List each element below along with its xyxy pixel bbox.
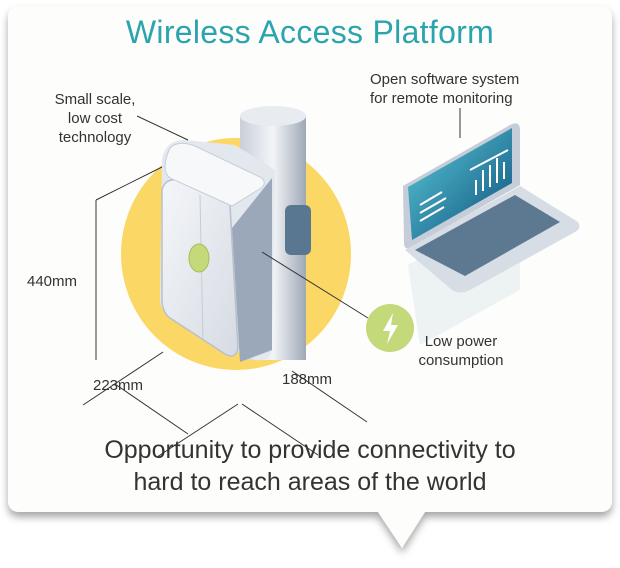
label-power: Low power consumption — [406, 332, 516, 370]
caption-line: hard to reach areas of the world — [133, 468, 487, 496]
label-line: Open software system — [370, 71, 520, 88]
label-software: Open software system for remote monitori… — [370, 70, 519, 108]
label-line: Low power — [424, 333, 498, 350]
label-line: low cost — [67, 110, 123, 127]
access-device — [160, 140, 275, 362]
dimension-depth: 188mm — [282, 371, 333, 388]
label-line: Small scale, — [54, 91, 136, 108]
laptop — [403, 123, 580, 345]
page-title: Wireless Access Platform — [125, 14, 495, 50]
label-line: technology — [58, 129, 132, 146]
caption: Opportunity to provide connectivity to h… — [20, 434, 600, 498]
label-line: for remote monitoring — [370, 90, 513, 107]
lightning-bolt-icon — [383, 313, 398, 344]
status-led — [188, 243, 210, 273]
dimension-height: 440mm — [27, 273, 78, 290]
label-line: consumption — [418, 352, 504, 369]
dimension-width: 223mm — [93, 377, 144, 394]
caption-line: Opportunity to provide connectivity to — [104, 436, 516, 464]
label-small-scale: Small scale, low cost technology — [40, 90, 150, 147]
